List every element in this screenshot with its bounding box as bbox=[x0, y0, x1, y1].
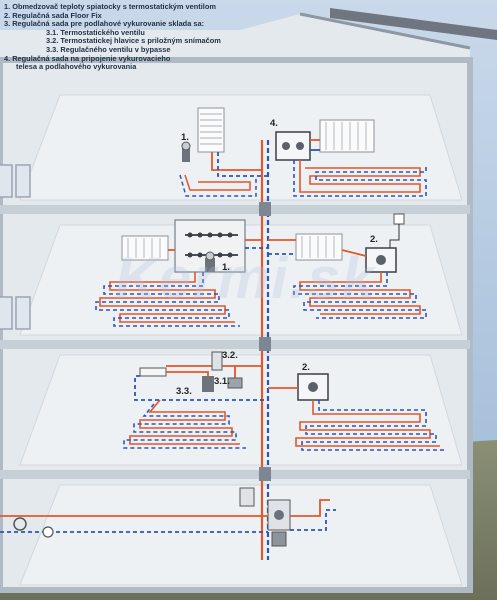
legend-item-4: 4. Regulačná sada na pripojenie vykurova… bbox=[4, 53, 171, 63]
towel-radiator bbox=[197, 107, 225, 153]
floor-3-heating bbox=[123, 351, 446, 451]
legend-item-2: 2. Regulačná sada Floor Fix bbox=[4, 10, 102, 20]
basement-heating bbox=[0, 487, 336, 547]
floor-slab-1 bbox=[0, 205, 470, 214]
callout-3-2: 3.2. bbox=[222, 350, 238, 361]
pipe-box-left bbox=[139, 367, 167, 377]
callout-1-mid: 1. bbox=[222, 262, 230, 273]
house-outline bbox=[0, 57, 473, 593]
legend-item-3-3: 3.3. Regulačného ventilu v bypasse bbox=[46, 44, 171, 54]
valve-1-mid bbox=[205, 251, 215, 272]
floor-slab-2 bbox=[0, 340, 470, 349]
legend-item-3-2: 3.2. Termostatickej hlavice s priložným … bbox=[46, 36, 221, 46]
floor-2-heating bbox=[95, 213, 427, 327]
legend-item-3-1: 3.1. Termostatického ventilu bbox=[46, 27, 145, 37]
windows bbox=[0, 164, 31, 330]
boiler-unit bbox=[267, 499, 291, 547]
legend: 1. Obmedzovač teploty spiatocky s termos… bbox=[4, 2, 304, 72]
callout-3-3: 3.3. bbox=[176, 386, 192, 397]
watermark: Kermi.sk bbox=[115, 246, 377, 311]
callout-2-low: 2. bbox=[302, 362, 310, 373]
valve-assembly-3 bbox=[202, 351, 243, 392]
callout-4: 4. bbox=[270, 118, 278, 129]
panel-radiator-top bbox=[319, 119, 375, 153]
thermostat-wall bbox=[393, 213, 405, 225]
legend-item-3: 3. Regulačná sada pre podlahové vykurova… bbox=[4, 19, 205, 29]
control-box-4 bbox=[275, 131, 311, 161]
legend-item-1: 1. Obmedzovač teploty spiatocky s termos… bbox=[4, 2, 216, 11]
floor-1-heating bbox=[179, 107, 427, 197]
roof bbox=[330, 8, 497, 40]
legend-item-4-cont: telesa a podlahového vykurovania bbox=[16, 62, 137, 72]
callout-1-top: 1. bbox=[181, 132, 189, 143]
callout-3-1: 3.1. bbox=[214, 376, 230, 387]
riser-pipes bbox=[259, 140, 271, 560]
pump-circle bbox=[13, 517, 27, 531]
floor-slab-3 bbox=[0, 470, 470, 479]
callout-2-mid: 2. bbox=[370, 234, 378, 245]
pump-left bbox=[239, 487, 255, 507]
valve-1-top bbox=[181, 141, 191, 162]
check-valve bbox=[42, 526, 54, 538]
